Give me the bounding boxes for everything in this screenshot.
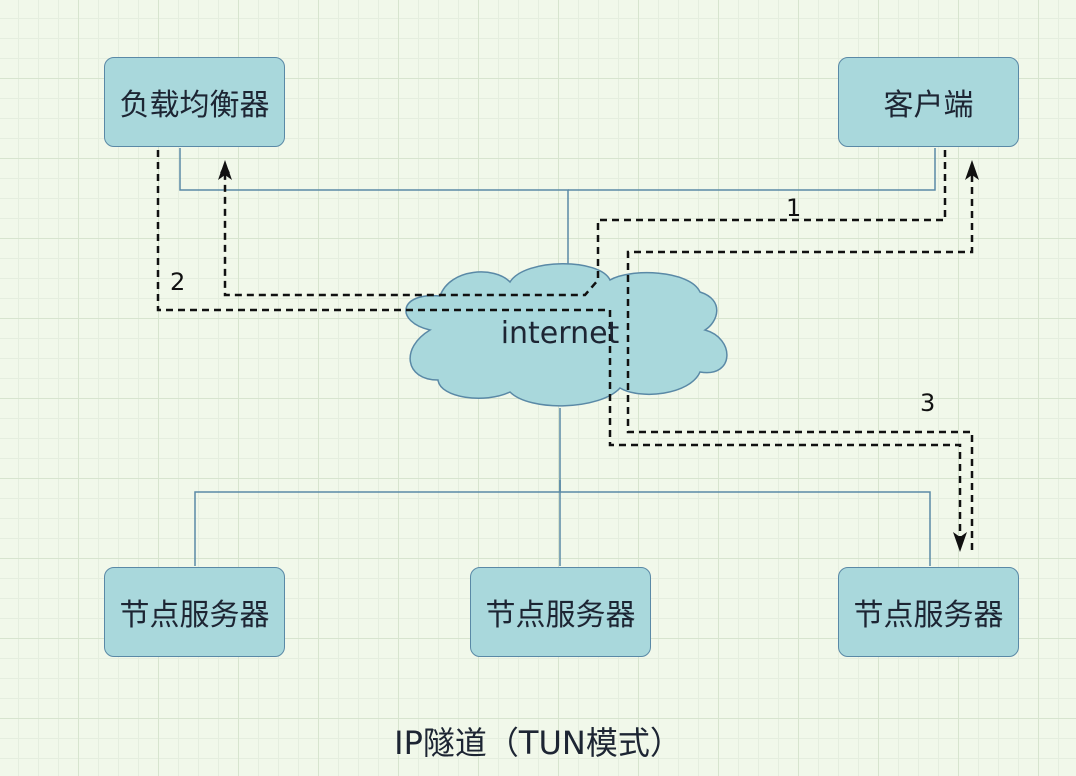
arrowhead-up-load-balancer [218,160,232,180]
bottom-connectors [194,408,931,566]
cloud-shape [405,263,728,407]
server-middle-node[interactable]: 节点服务器 [470,567,651,657]
dashed-path-1 [220,150,947,297]
path-label-1: 1 [786,194,802,222]
load-balancer-label: 负载均衡器 [119,88,270,123]
connector-client [568,148,936,191]
diagram-caption: IP隧道（TUN模式） [394,724,682,762]
server-left-label: 节点服务器 [119,598,270,633]
arrowhead-down-server [953,532,967,552]
server-middle-label: 节点服务器 [485,598,636,633]
connector-load-balancer [179,148,569,270]
connector-server-right [559,480,931,566]
server-right-node[interactable]: 节点服务器 [838,567,1019,657]
arrowhead-up-client [965,160,979,180]
load-balancer-node[interactable]: 负载均衡器 [104,57,285,147]
connector-server-left [194,480,561,566]
dashed-path-2 [156,150,962,544]
dashed-path-3 [626,168,974,550]
path-label-3: 3 [920,389,936,417]
client-node[interactable]: 客户端 [838,57,1019,147]
server-right-label: 节点服务器 [853,598,1004,633]
client-label: 客户端 [883,88,974,123]
top-connectors [179,148,936,270]
internet-label: internet [500,316,620,351]
server-left-node[interactable]: 节点服务器 [104,567,285,657]
path-label-2: 2 [170,268,186,296]
